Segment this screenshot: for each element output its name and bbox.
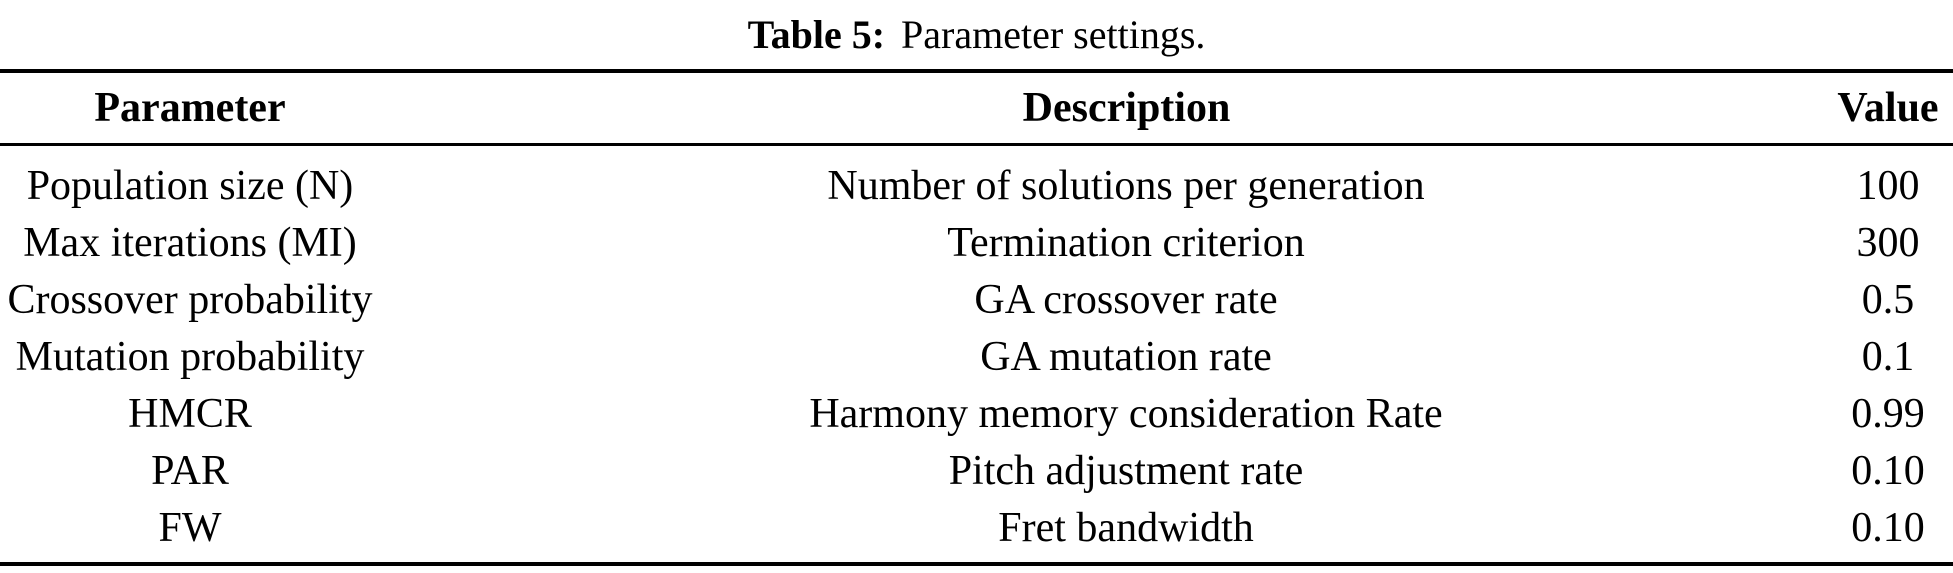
cell-description: Fret bandwidth [998,504,1254,551]
table-row: Population size (N) Number of solutions … [0,145,1953,215]
paper-page: Table 5: Parameter settings. Parameter De… [0,12,1953,573]
cell-value: 0.99 [1851,390,1925,437]
table-caption: Table 5: Parameter settings. [0,12,1953,58]
cell-parameter: Max iterations (MI) [23,219,357,266]
cell-value: 0.1 [1861,333,1915,380]
cell-parameter: Population size (N) [26,162,354,209]
table-row: PAR Pitch adjustment rate 0.10 [0,442,1953,499]
cell-description: Harmony memory consideration Rate [809,390,1443,437]
cell-value: 0.10 [1851,504,1925,551]
cell-description: Pitch adjustment rate [948,447,1304,494]
table-caption-text: Parameter settings. [901,12,1206,57]
table-row: FW Fret bandwidth 0.10 [0,499,1953,564]
cell-description: GA mutation rate [980,333,1272,380]
column-header-parameter: Parameter [0,71,380,146]
cell-parameter: PAR [151,447,229,494]
cell-parameter: HMCR [128,390,252,437]
cell-parameter: Crossover probability [7,276,373,323]
table-row: Crossover probability GA crossover rate … [0,271,1953,328]
cell-value: 0.10 [1851,447,1925,494]
table-caption-label: Table 5: [747,12,886,57]
table-row: Mutation probability GA mutation rate 0.… [0,328,1953,385]
table-row: Max iterations (MI) Termination criterio… [0,214,1953,271]
table-header-row: Parameter Description Value [0,71,1953,146]
cell-value: 100 [1856,162,1920,209]
cell-description: GA crossover rate [974,276,1278,323]
table-row: HMCR Harmony memory consideration Rate 0… [0,385,1953,442]
cell-description: Termination criterion [947,219,1305,266]
cell-description: Number of solutions per generation [827,162,1425,209]
parameter-settings-table: Parameter Description Value Population s… [0,69,1953,566]
cell-parameter: Mutation probability [15,333,365,380]
column-header-description: Description [380,71,1823,146]
cell-value: 0.5 [1861,276,1915,323]
cell-parameter: FW [158,504,222,551]
column-header-value: Value [1823,71,1953,146]
cell-value: 300 [1856,219,1920,266]
